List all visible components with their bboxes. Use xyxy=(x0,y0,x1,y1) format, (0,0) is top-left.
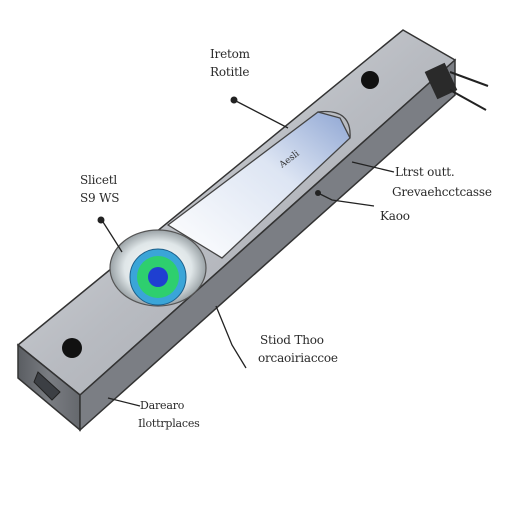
label-bottom-right-2: orcaoiriaccoe xyxy=(258,351,338,365)
leader-right-dot xyxy=(315,190,321,196)
label-bottom-left-2: Ilottrplaces xyxy=(138,417,200,430)
label-left-1: Slicetl xyxy=(80,173,117,187)
leader-top-dot xyxy=(230,96,238,104)
leader-bottom-left xyxy=(107,397,141,407)
connector-block xyxy=(424,62,458,100)
leader-right-1 xyxy=(351,161,395,173)
label-top-right-1: Iretom xyxy=(210,47,250,61)
label-right-2: Grevaehcctcasse xyxy=(392,185,492,199)
connector-pin-1 xyxy=(449,71,489,87)
leader-bottom-right xyxy=(215,305,247,369)
window-panel xyxy=(166,111,351,259)
leader-right-2 xyxy=(315,191,375,207)
connector-pin-2 xyxy=(449,89,487,111)
leader-left xyxy=(102,221,123,253)
leader-top xyxy=(233,99,289,129)
bar-side-face xyxy=(79,58,456,432)
label-right-1: Ltrst outt. xyxy=(395,165,455,179)
label-right-3: Kaoo xyxy=(380,209,410,223)
leader-left-dot xyxy=(97,216,105,224)
label-bottom-left-1: Darearo xyxy=(140,399,185,412)
front-hole xyxy=(62,338,82,358)
front-clip xyxy=(33,371,61,401)
window-end-cap xyxy=(317,110,351,139)
label-top-right-2: Rotitle xyxy=(210,65,250,79)
lens-pupil xyxy=(148,267,168,287)
top-hole xyxy=(361,71,379,89)
label-left-2: S9 WS xyxy=(80,191,120,205)
label-bottom-right-1: Stiod Thoo xyxy=(260,333,324,347)
